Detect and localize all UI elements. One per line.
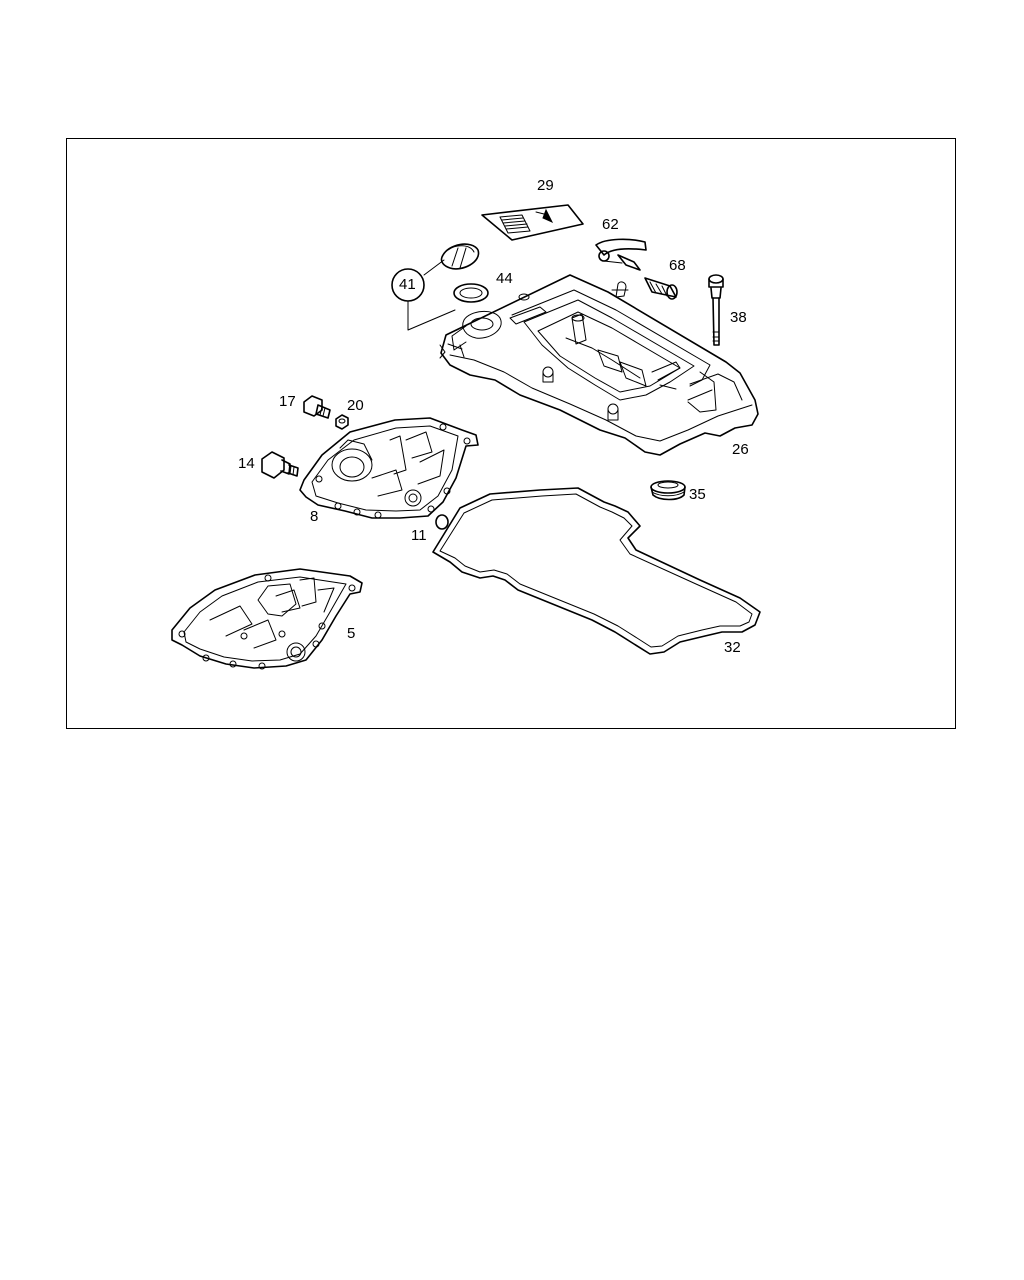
part-26-valve-cover[interactable] — [439, 274, 759, 456]
part-5-rear-cover[interactable] — [171, 568, 363, 670]
callout-44: 44 — [496, 270, 513, 287]
part-44-seal-ring[interactable] — [453, 283, 489, 303]
callout-38: 38 — [730, 309, 747, 326]
part-8-timing-cover[interactable] — [299, 417, 479, 519]
callout-29: 29 — [537, 177, 554, 194]
part-17-bolt[interactable] — [303, 395, 331, 419]
part-20-nut[interactable] — [335, 414, 349, 430]
part-38-bolt[interactable] — [708, 274, 724, 346]
callout-32: 32 — [724, 639, 741, 656]
part-68-valve[interactable] — [644, 277, 678, 300]
callout-14: 14 — [238, 455, 255, 472]
part-11-o-ring[interactable] — [435, 514, 449, 530]
callout-8: 8 — [310, 508, 319, 525]
part-35-grommet[interactable] — [650, 480, 686, 501]
callout-17: 17 — [279, 393, 296, 410]
callout-62: 62 — [602, 216, 619, 233]
callout-11: 11 — [411, 527, 427, 544]
part-62-hose[interactable] — [595, 238, 647, 271]
part-41-filler-cap[interactable] — [391, 243, 480, 331]
part-29-label-plate[interactable] — [481, 204, 584, 241]
callout-41: 41 — [399, 276, 416, 293]
part-14-bolt[interactable] — [261, 451, 299, 479]
callout-5: 5 — [347, 625, 356, 642]
callout-68: 68 — [669, 257, 686, 274]
callout-35: 35 — [689, 486, 706, 503]
part-32-gasket[interactable] — [432, 487, 761, 655]
callout-26: 26 — [732, 441, 749, 458]
callout-20: 20 — [347, 397, 364, 414]
